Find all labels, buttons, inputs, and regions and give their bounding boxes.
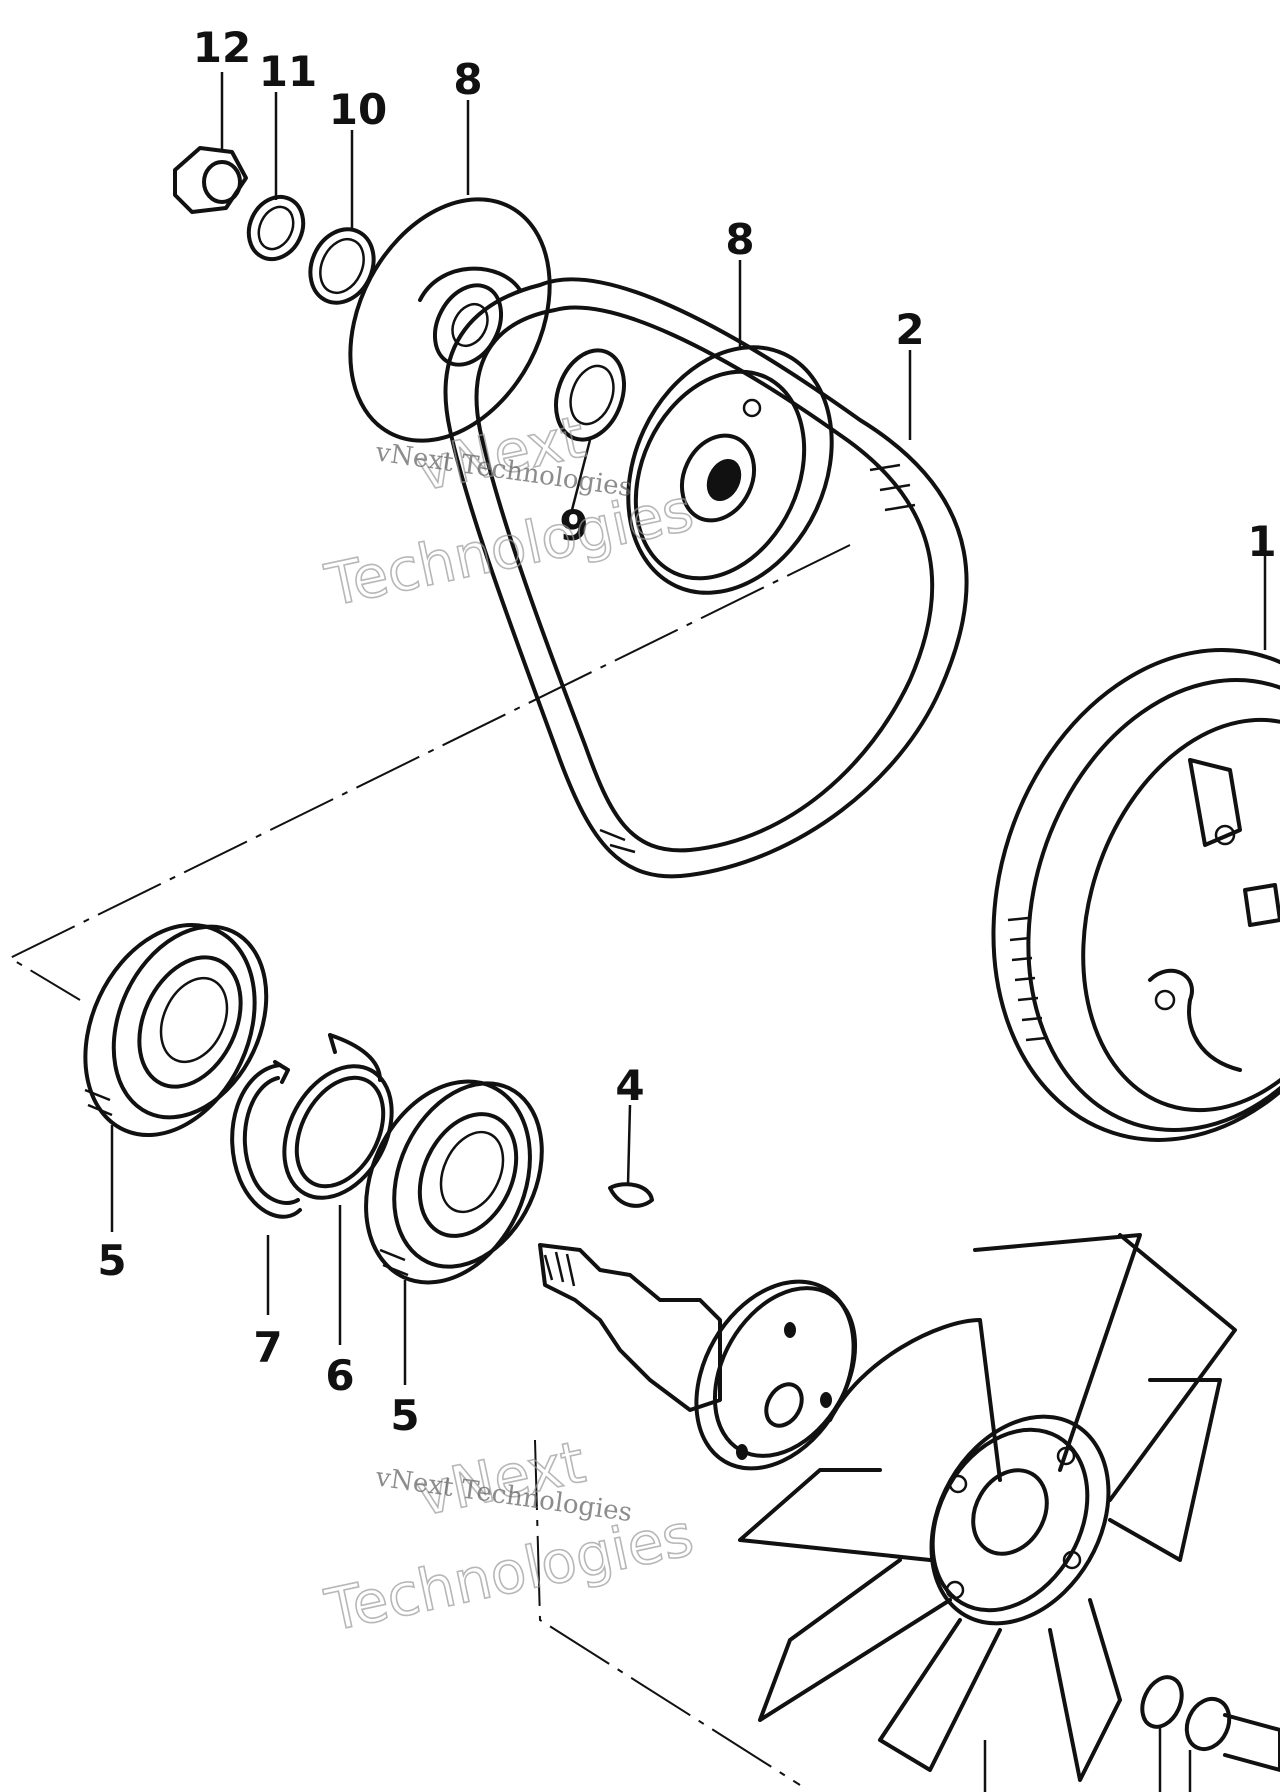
label-part-6: 6 [325,1351,354,1400]
watermark-bottom-company: Technologies [319,1501,699,1645]
v-belt [443,277,969,879]
cooling-fan [738,1233,1237,1782]
label-part-9: 9 [559,501,588,550]
fan-bolt-hardware [1140,1675,1280,1772]
hex-nut [173,146,248,214]
label-part-8-front: 8 [725,215,754,264]
label-part-1: 1 [1247,517,1276,566]
crank-pulley [991,648,1280,1142]
spacer [554,348,626,442]
watermark-bottom: vNext Technologies vNext Technologies [319,1427,700,1646]
label-part-5-right: 5 [390,1391,419,1440]
snap-ring-outer [230,1060,302,1219]
axis-lines [7,544,851,1786]
label-part-11: 11 [259,47,317,96]
label-part-4: 4 [615,1061,644,1110]
fan-shaft [538,1243,858,1471]
ball-bearing-right [364,1079,544,1285]
pulley-half-front [626,345,834,595]
label-part-5-left: 5 [97,1236,126,1285]
lock-washer [246,194,306,262]
woodruff-key [608,1182,654,1208]
ball-bearing-left [83,922,269,1138]
watermark-top-company: Technologies [319,476,699,620]
snap-ring-inner [282,1033,394,1200]
leader-lines [110,72,1267,1792]
label-part-7: 7 [253,1323,282,1372]
label-part-2: 2 [895,305,924,354]
label-part-8-rear: 8 [453,55,482,104]
label-part-10: 10 [329,85,387,134]
part-number-labels: 12 11 10 8 8 2 1 9 4 5 7 6 5 [97,23,1276,1440]
label-part-12: 12 [193,23,251,72]
flat-washer [308,227,376,305]
